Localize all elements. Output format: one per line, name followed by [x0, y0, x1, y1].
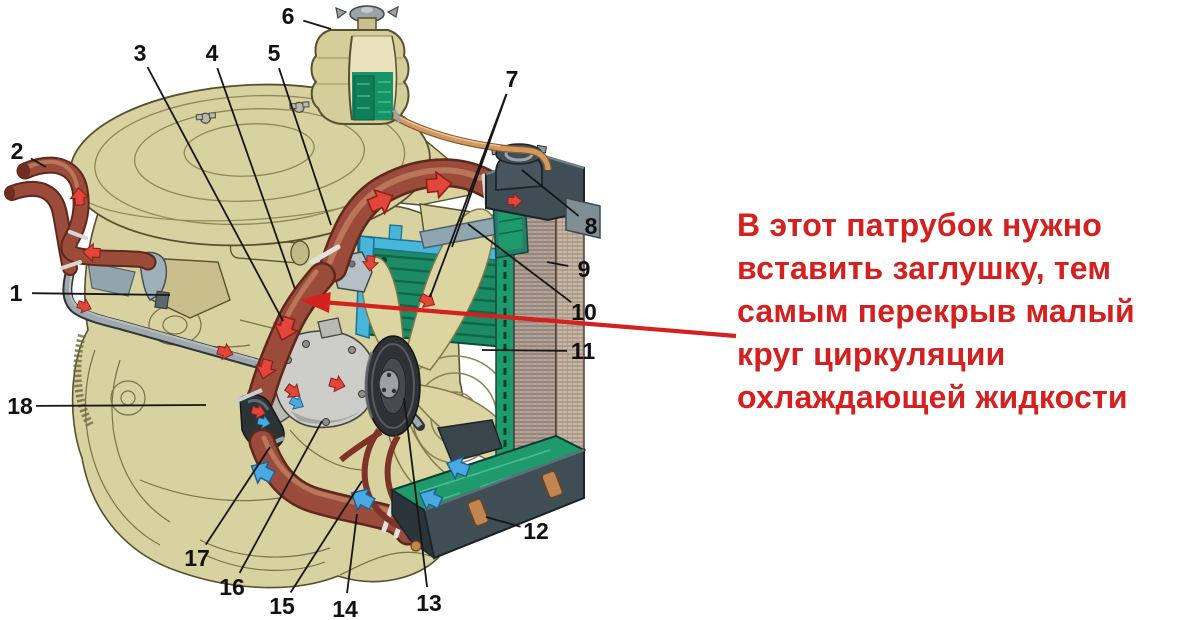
expansion-tank	[310, 5, 410, 125]
callout-leader-3	[146, 66, 284, 322]
callout-number-15: 15	[269, 593, 295, 619]
callout-number-6: 6	[282, 3, 295, 29]
radiator-bottom-tank	[389, 434, 587, 560]
annotation-line: В этот патрубок нужно	[737, 207, 1103, 243]
callout-leader-4	[216, 67, 296, 290]
callout-number-2: 2	[11, 138, 24, 164]
callout-leader-15	[289, 480, 363, 593]
callout-leader-12	[485, 516, 521, 528]
callout-number-5: 5	[268, 40, 281, 66]
flywheel-teeth	[73, 333, 94, 427]
callout-number-18: 18	[7, 393, 33, 419]
callout-leader-14	[346, 513, 358, 594]
callout-leader-9	[546, 261, 569, 267]
callout-leader-5	[278, 67, 332, 226]
callout-leader-11	[481, 349, 568, 352]
upper-radiator-hose	[297, 158, 519, 287]
heater-hoses	[4, 156, 157, 276]
callout-leader-16	[238, 420, 323, 574]
callout-number-11: 11	[571, 338, 596, 364]
callout-number-4: 4	[206, 40, 219, 66]
callout-leader-7	[429, 93, 508, 298]
callout-number-3: 3	[134, 40, 147, 66]
annotation-line: круг циркуляции	[737, 336, 1006, 372]
callout-number-7: 7	[506, 66, 519, 92]
annotation-line: самым перекрыв малый	[737, 293, 1135, 329]
callout-number-16: 16	[219, 574, 245, 600]
annotation-text: В этот патрубок нужно вставить заглушку, …	[737, 204, 1135, 419]
callout-number-8: 8	[585, 213, 598, 239]
callout-leader-8	[521, 169, 580, 217]
overflow-hose	[392, 109, 552, 171]
callout-number-14: 14	[332, 596, 358, 620]
callout-leader-13	[403, 397, 428, 588]
callout-leader-17	[205, 446, 271, 546]
annotation-arrow	[300, 292, 737, 339]
callout-number-1: 1	[10, 280, 23, 306]
tank-clips	[410, 470, 564, 552]
annotation-arrowhead	[300, 292, 331, 313]
callout-leader-10	[467, 223, 572, 304]
shroud-lower-wedge	[436, 419, 503, 463]
callout-leader-2	[30, 157, 47, 168]
callout-number-17: 17	[184, 545, 210, 571]
wing-nut	[195, 101, 310, 124]
callout-leader-6	[303, 19, 332, 30]
annotation-line: вставить заглушку, тем	[737, 250, 1112, 286]
callout-number-13: 13	[416, 590, 442, 616]
callout-number-10: 10	[571, 299, 597, 325]
callout-leader-1	[31, 292, 171, 296]
radiator-bracket	[565, 197, 601, 239]
callout-leader-18	[35, 404, 207, 407]
pump-pulley	[364, 335, 421, 437]
radiator-core-side	[555, 198, 585, 459]
callout-number-12: 12	[523, 518, 549, 544]
annotation-line: охлаждающей жидкости	[737, 379, 1128, 415]
callout-number-9: 9	[578, 256, 591, 282]
